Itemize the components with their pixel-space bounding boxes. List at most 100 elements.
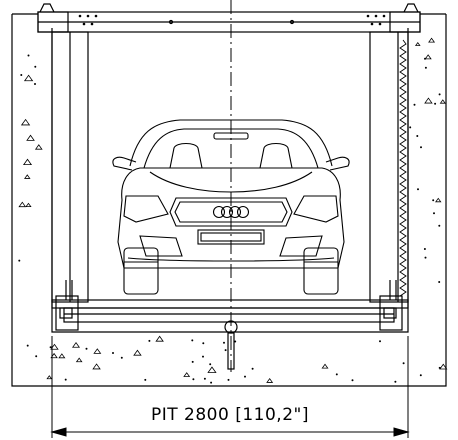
side-columns — [51, 31, 409, 303]
aggregate-dot — [209, 363, 212, 366]
aggregate-dot — [224, 349, 227, 352]
car-windshield — [143, 128, 319, 169]
aggregate-dot — [120, 356, 123, 359]
aggregate-dot — [409, 126, 412, 129]
aggregate-dot — [416, 188, 419, 191]
aggregate-stone — [71, 342, 81, 348]
arrow-left — [50, 427, 67, 437]
aggregate-dot — [416, 134, 419, 137]
aggregate-stone — [321, 363, 329, 369]
aggregate-dot — [438, 93, 441, 96]
aggregate-dot — [419, 374, 422, 377]
aggregate-stone — [93, 348, 102, 354]
aggregate-dot — [394, 380, 397, 383]
aggregate-stone — [439, 363, 448, 370]
car-seat-left — [169, 142, 203, 169]
left-bracket — [55, 295, 79, 331]
car-body — [117, 167, 345, 269]
aggregate-dot — [203, 377, 206, 380]
headlight-left — [123, 195, 169, 223]
aggregate-dot — [438, 224, 441, 227]
aggregate-dot — [210, 381, 213, 384]
headlight-right — [293, 195, 339, 223]
aggregate-dot — [222, 341, 225, 344]
right-column — [369, 31, 409, 303]
aggregate-stone — [435, 197, 442, 203]
aggregate-dot — [413, 103, 416, 106]
lift-chain — [399, 39, 407, 297]
aggregate-dot — [191, 339, 194, 342]
audi-rings-badge — [212, 205, 250, 219]
aggregate-stone — [75, 357, 83, 363]
aggregate-stone — [34, 144, 43, 150]
aggregate-stone — [428, 37, 436, 43]
aggregate-stone — [50, 343, 59, 350]
left-wall-outline — [11, 14, 447, 387]
car-mirror-left — [112, 156, 137, 171]
aggregate-dot — [112, 351, 115, 354]
aggregate-stone — [207, 366, 217, 373]
aggregate-dot — [402, 362, 405, 365]
aggregate-stone — [24, 174, 31, 179]
wheel-left — [123, 247, 159, 295]
aggregate-stone — [26, 134, 35, 141]
top-frame — [37, 3, 421, 33]
arrow-right — [393, 427, 410, 437]
aggregate-dot — [434, 102, 437, 105]
aggregate-stone — [23, 74, 34, 82]
aggregate-stone — [133, 349, 142, 356]
aggregate-dot — [35, 355, 38, 358]
aggregate-dot — [424, 256, 427, 259]
aggregate-dot — [26, 344, 29, 347]
platform-deck — [51, 299, 409, 309]
aggregate-dot — [148, 339, 151, 342]
aggregate-dot — [432, 199, 435, 202]
aggregate-stone — [92, 363, 101, 370]
aggregate-stone — [20, 118, 31, 126]
aggregate-stone — [424, 54, 432, 60]
aggregate-stone — [266, 377, 274, 383]
aggregate-stone — [439, 99, 446, 104]
aggregate-stone — [25, 202, 32, 208]
aggregate-dot — [20, 74, 23, 77]
aggregate-stone — [18, 201, 27, 208]
aggregate-dot — [192, 378, 195, 381]
right-bracket — [379, 295, 403, 331]
aggregate-dot — [423, 57, 426, 60]
pit-width-dimension — [50, 336, 410, 438]
platform — [51, 280, 409, 370]
aggregate-stone — [183, 372, 191, 377]
aggregate-stone — [58, 353, 66, 359]
wheel-right — [303, 247, 339, 295]
aggregate-dot — [64, 378, 67, 381]
aggregate-dot — [251, 367, 254, 370]
aggregate-dot — [202, 342, 205, 345]
aggregate-dot — [432, 212, 435, 215]
aggregate-dot — [419, 146, 422, 149]
aggregate-dot — [201, 355, 204, 358]
aggregate-stone — [50, 352, 58, 359]
aggregate-dot — [423, 247, 426, 250]
aggregate-dot — [18, 259, 21, 262]
aggregate-dot — [144, 378, 147, 381]
aggregate-dot — [49, 346, 52, 349]
aggregate-dot — [335, 373, 338, 376]
aggregate-dot — [34, 83, 37, 86]
aggregate-stone — [414, 41, 421, 46]
aggregate-dot — [85, 347, 88, 350]
aggregate-dot — [378, 340, 381, 343]
concrete-aggregate-texture — [18, 37, 448, 384]
aggregate-dot — [438, 280, 441, 283]
aggregate-dot — [191, 360, 194, 363]
left-wall-inner — [51, 28, 409, 333]
car-seat-right — [259, 142, 293, 169]
dimension-label: PIT 2800 [110,2"] — [151, 405, 309, 425]
aggregate-dot — [234, 340, 237, 343]
aggregate-dot — [351, 379, 354, 382]
aggregate-dot — [227, 378, 230, 381]
aggregate-stone — [424, 97, 433, 104]
aggregate-stone — [155, 335, 164, 342]
aggregate-stone — [46, 375, 53, 380]
aggregate-dot — [34, 65, 37, 68]
